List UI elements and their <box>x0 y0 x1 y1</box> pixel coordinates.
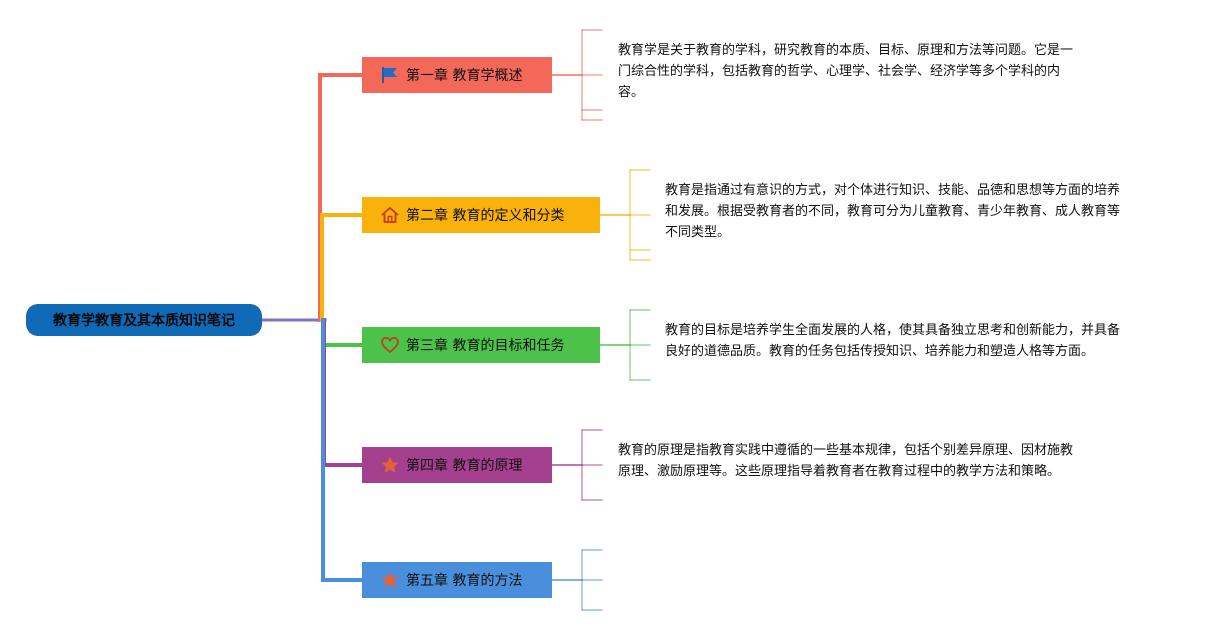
heart-icon <box>380 335 400 355</box>
root-title: 教育学教育及其本质知识笔记 <box>53 313 235 329</box>
home-icon <box>380 205 400 225</box>
branch-label: 第三章 教育的目标和任务 <box>406 338 565 354</box>
branch-label: 第二章 教育的定义和分类 <box>406 208 565 224</box>
star-icon <box>380 570 400 590</box>
branch-label: 第一章 教育学概述 <box>406 68 523 84</box>
branch-label: 第四章 教育的原理 <box>406 458 523 474</box>
branch-chapter-1[interactable]: 第一章 教育学概述 <box>362 57 552 93</box>
branch-chapter-3[interactable]: 第三章 教育的目标和任务 <box>362 327 600 363</box>
branch-chapter-4[interactable]: 第四章 教育的原理 <box>362 447 552 483</box>
note-chapter-3: 教育的目标是培养学生全面发展的人格，使其具备独立思考和创新能力，并具备 良好的道… <box>665 323 1121 359</box>
note-chapter-4: 教育的原理是指教育实践中遵循的一些基本规律，包括个别差异原理、因材施教 原理、激… <box>618 443 1074 479</box>
branch-chapter-5[interactable]: 第五章 教育的方法 <box>362 562 552 598</box>
root-topic[interactable]: 教育学教育及其本质知识笔记 <box>26 304 262 336</box>
flag-icon <box>380 65 400 85</box>
note-chapter-1: 教育学是关于教育的学科，研究教育的本质、目标、原理和方法等问题。它是一 门综合性… <box>618 43 1074 100</box>
note-chapter-2: 教育是指通过有意识的方式，对个体进行知识、技能、品德和思想等方面的培养 和发展。… <box>665 183 1121 240</box>
branch-chapter-2[interactable]: 第二章 教育的定义和分类 <box>362 197 600 233</box>
star-icon <box>380 455 400 475</box>
branch-label: 第五章 教育的方法 <box>406 573 523 589</box>
